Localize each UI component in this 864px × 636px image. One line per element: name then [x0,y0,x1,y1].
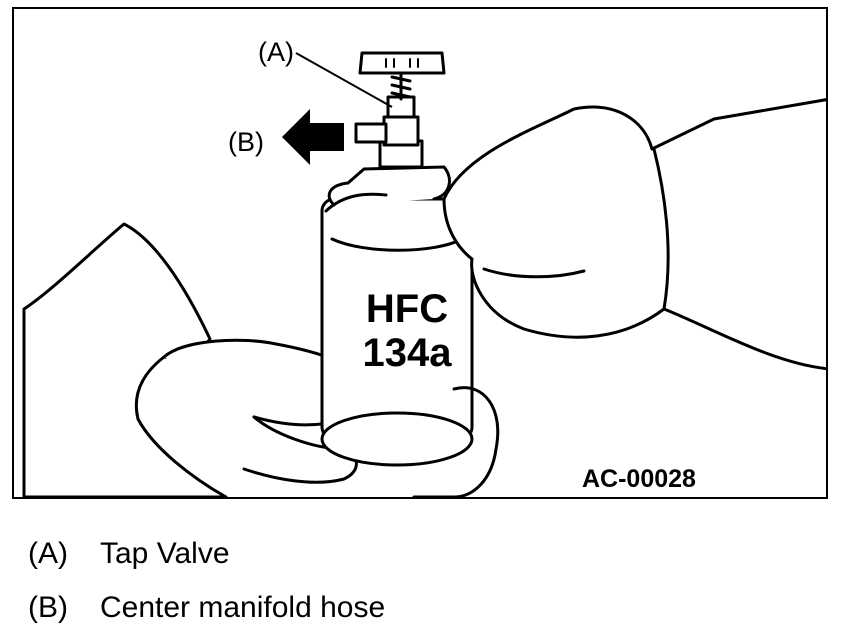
callout-b-label: (B) [228,127,264,157]
legend-text: Tap Valve [100,537,230,570]
right-hand-illustration [442,98,826,371]
can-label-line2: 134a [362,331,452,375]
legend-item-a: (A) Tap Valve [28,539,230,569]
illustration [22,51,826,497]
left-arrow-icon [282,109,344,165]
legend-item-b: (B) Center manifold hose [28,593,385,623]
legend-key: (B) [28,591,68,624]
figure-code: AC-00028 [582,465,696,493]
callout-a-leader [295,52,393,108]
left-hand-illustration [22,222,228,497]
can-label-line1: HFC [365,287,449,331]
callout-a-label: (A) [258,37,294,67]
legend-key: (A) [28,537,68,570]
legend-text: Center manifold hose [100,591,386,624]
can-label: HFC 134a [332,287,482,375]
figure-frame: (A) (B) HFC 134a AC-00028 [12,7,828,499]
